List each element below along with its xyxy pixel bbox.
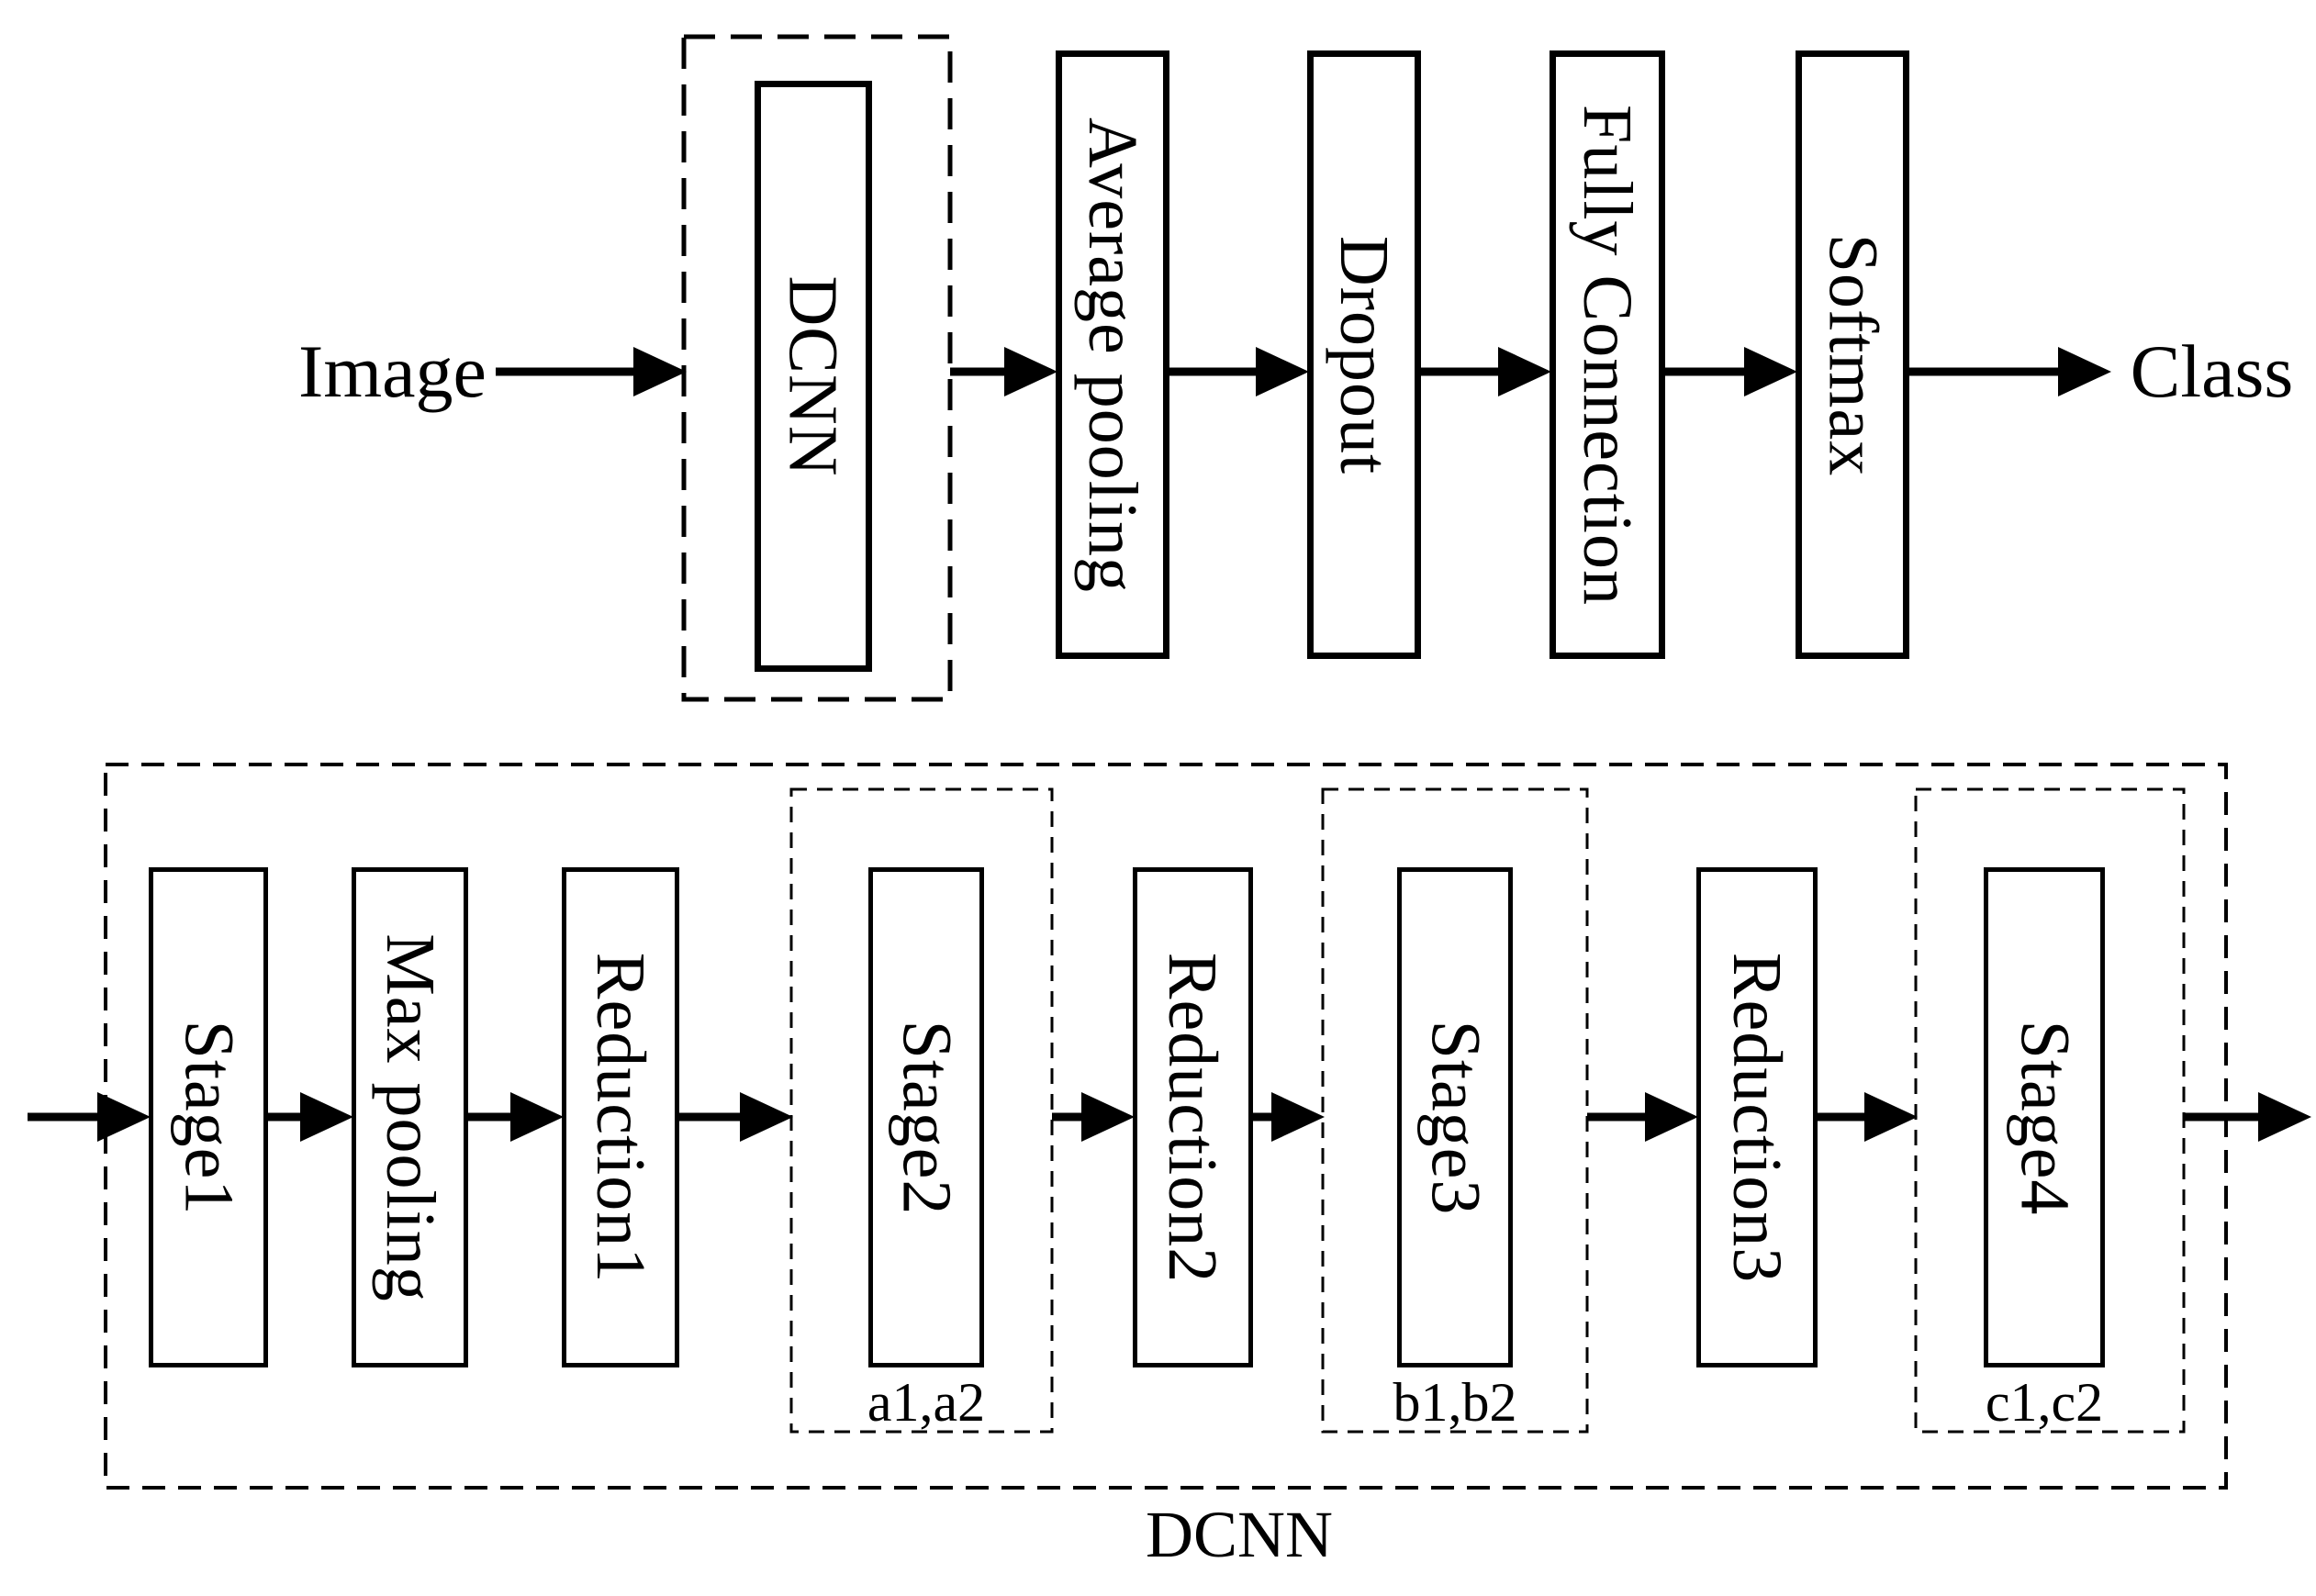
softmax-label: Softmax [1814, 233, 1892, 476]
arrow-max-pooling-to-reduction1 [468, 1092, 564, 1142]
arrow-image-to-dcnn [496, 347, 687, 396]
stage2-dashed-box [789, 787, 1054, 1434]
stage3-variant-label: b1,b2 [1393, 1372, 1517, 1433]
stage3-box: Stage3 [1397, 867, 1513, 1367]
stage4-dashed-box [1914, 787, 2186, 1434]
stage3-dashed-box [1321, 787, 1589, 1434]
stage2-label: Stage2 [888, 1020, 966, 1215]
reduction1-box: Reduction1 [562, 867, 679, 1367]
dcnn-detail-dashed-box [104, 763, 2228, 1490]
arrow-stage3-to-reduction3 [1587, 1092, 1698, 1142]
reduction1-label: Reduction1 [582, 952, 660, 1283]
class-output-label: Class [2130, 329, 2294, 413]
stage1-label: Stage1 [170, 1020, 248, 1215]
arrow-fully-connection-to-softmax [1665, 347, 1797, 396]
reduction2-label: Reduction2 [1154, 952, 1232, 1283]
reduction3-label: Reduction3 [1718, 952, 1796, 1283]
dcnn-detail-caption: DCNN [1145, 1498, 1333, 1571]
stage4-label: Stage4 [2006, 1020, 2084, 1215]
fully-connection-label: Fully Connection [1569, 104, 1647, 606]
reduction2-box: Reduction2 [1133, 867, 1253, 1367]
stage4-box: Stage4 [1984, 867, 2105, 1367]
arrow-average-pooling-to-dropout [1169, 347, 1309, 396]
dcnn-module-dashed-box [681, 34, 953, 702]
reduction3-box: Reduction3 [1696, 867, 1818, 1367]
softmax-box: Softmax [1796, 50, 1909, 659]
max-pooling-box: Max pooling [352, 867, 468, 1367]
arrow-reduction2-to-stage3 [1253, 1092, 1325, 1142]
dropout-label: Dropout [1326, 235, 1403, 474]
arrow-stage4-to-output [2184, 1092, 2311, 1142]
arrow-stage2-to-reduction2 [1052, 1092, 1135, 1142]
max-pooling-label: Max pooling [371, 932, 449, 1302]
arrow-dropout-to-fully-connection [1421, 347, 1551, 396]
arrow-dcnn-to-average-pooling [950, 347, 1057, 396]
dcnn-module-box-label: DCNN [775, 275, 853, 477]
arrow-softmax-to-class [1909, 347, 2111, 396]
average-pooling-label: Average pooling [1074, 117, 1152, 593]
dropout-box: Dropout [1307, 50, 1421, 659]
arrow-input-to-stage1 [28, 1092, 151, 1142]
stage2-variant-label: a1,a2 [867, 1372, 986, 1433]
dcnn-module-box: DCNN [755, 81, 872, 672]
stage2-box: Stage2 [868, 867, 984, 1367]
fully-connection-box: Fully Connection [1550, 50, 1665, 659]
image-input-label: Image [298, 329, 487, 413]
arrow-reduction1-to-stage2 [679, 1092, 793, 1142]
stage4-variant-label: c1,c2 [1985, 1372, 2104, 1433]
stage3-label: Stage3 [1416, 1020, 1494, 1215]
arrow-stage1-to-max-pooling [268, 1092, 353, 1142]
stage1-box: Stage1 [149, 867, 268, 1367]
average-pooling-box: Average pooling [1056, 50, 1169, 659]
arrow-reduction3-to-stage4 [1818, 1092, 1918, 1142]
